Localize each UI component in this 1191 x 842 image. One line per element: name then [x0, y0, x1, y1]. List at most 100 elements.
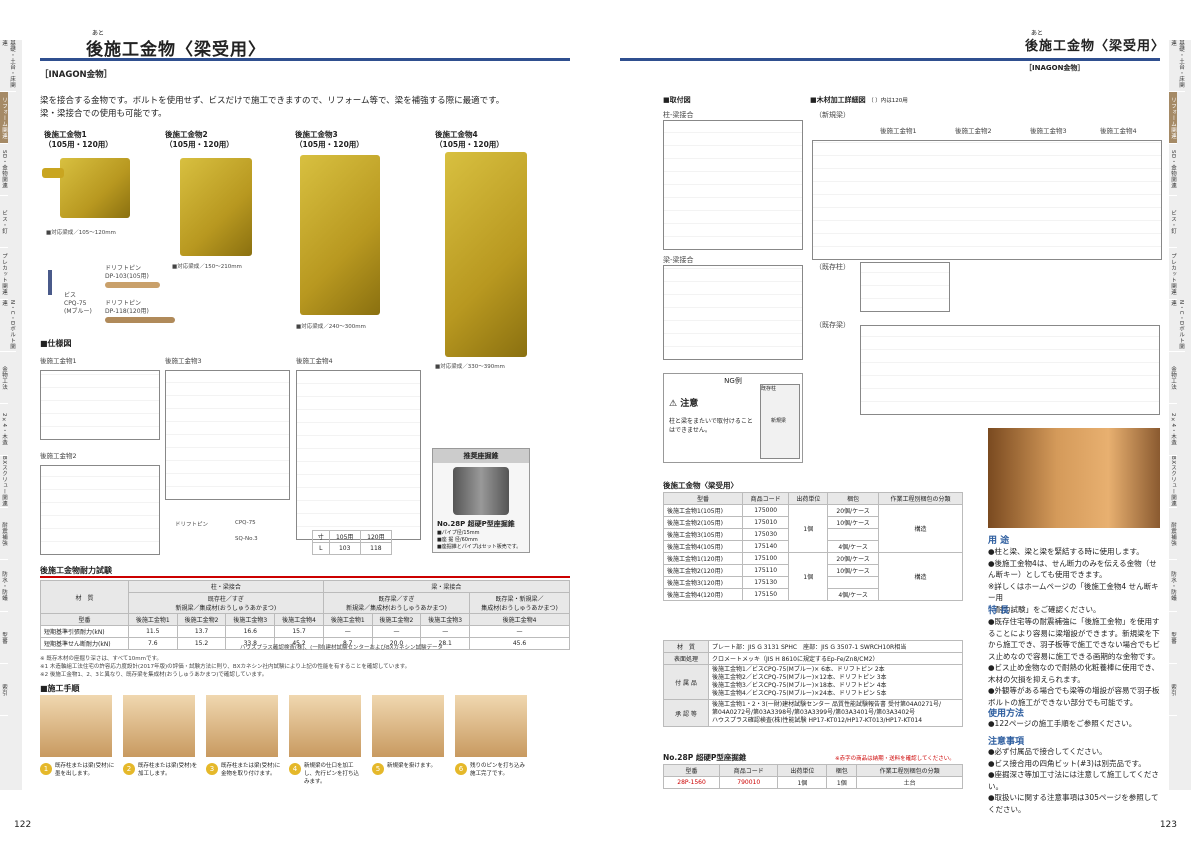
index-tab[interactable]: 型番 [1169, 612, 1177, 664]
drift-pin-long-icon [105, 317, 175, 323]
mount-col-beam: 柱-梁接合 [663, 111, 694, 119]
product-photo-3 [300, 155, 380, 315]
index-tab[interactable]: SD・金物関連 [0, 144, 8, 196]
index-tab[interactable]: 型番 [0, 612, 8, 664]
page-number-right: 123 [1159, 820, 1177, 830]
howto-heading: 使用方法 [988, 709, 1025, 719]
wood-col-3: 後施工金物3 [1030, 127, 1067, 135]
list-item: ●後施工金物4は、せん断力のみを伝える金物（せん断キー）としても使用できます。 [988, 558, 1157, 580]
router-bit-box: 推奨座掘錐 No.28P 超硬P型座掘錐 ■パイプ径/15mm■座 掘 径/60… [432, 448, 530, 553]
index-tab[interactable]: N・C・Dボルト関連 [1169, 300, 1185, 352]
product-photo-4 [445, 152, 527, 357]
drawing-label-3: 後施工金物3 [165, 357, 202, 365]
howto-text: ●122ページの施工手順をご参照ください。 [988, 718, 1160, 730]
spec-drawing-3 [165, 370, 290, 500]
left-subtitle: ［INAGON金物］ [40, 70, 113, 80]
screw-icon [48, 270, 52, 295]
spec-heading: ■仕様図 [40, 339, 72, 348]
wood-col-4: 後施工金物4 [1100, 127, 1137, 135]
list-item: 耐力試験」をご確認ください。 [988, 604, 1101, 614]
page-number-left: 122 [14, 820, 32, 830]
index-tab[interactable]: ビス・釘 [1169, 196, 1177, 248]
index-tab[interactable]: プレカット関連 [1169, 248, 1177, 300]
warning-label: ⚠ 注意 [669, 399, 699, 409]
index-tab[interactable]: 基礎・土台・床関連 [0, 40, 16, 92]
drawing-label-2: 後施工金物2 [40, 452, 77, 460]
spec-drawing-4 [296, 370, 421, 540]
index-tab[interactable]: N・C・Dボルト関連 [0, 300, 16, 352]
right-title-rule [620, 58, 1160, 61]
existing-column-drawing [860, 262, 950, 312]
index-tab[interactable]: SD・金物関連 [1169, 144, 1177, 196]
list-item: ●取扱いに関する注意事項は305ページを参照してください。 [988, 793, 1159, 814]
warning-icon: ⚠ [669, 399, 678, 409]
index-tab[interactable]: 基礎・土台・床関連 [1169, 40, 1185, 92]
right-subtitle: ［INAGON金物］ [1025, 64, 1085, 72]
index-tab[interactable]: 2×4・木造 [0, 404, 8, 456]
mount-drawing-2 [663, 265, 803, 360]
strength-title: 後施工金物耐力試験 [40, 566, 112, 575]
install-photo [988, 428, 1160, 528]
new-beam-label: （新規梁） [815, 111, 850, 119]
features-text: ●既存住宅等の耐震補強に「後施工金物」を使用することにより容易に梁増設ができます… [988, 616, 1160, 708]
drawing-label-1: 後施工金物1 [40, 357, 77, 365]
index-tab[interactable]: リフォーム関連 [0, 92, 8, 144]
spec-drawing-1 [40, 370, 160, 440]
list-item: ●既存住宅等の耐震補強に「後施工金物」を使用することにより容易に梁増設ができます… [988, 617, 1160, 661]
list-item: ●122ページの施工手順をご参照ください。 [988, 719, 1137, 728]
product-photo-2 [180, 158, 252, 256]
index-tab[interactable]: 金物工法 [0, 352, 8, 404]
index-tab[interactable]: リフォーム関連 [1169, 92, 1177, 144]
strength-table: 材 質柱・梁接合梁・梁接合 既存柱／すぎ新規梁／集成材(おうしゅうあかまつ)既存… [40, 580, 571, 650]
index-tab[interactable]: BXスクリュー関連 [1169, 456, 1177, 508]
index-tab[interactable]: 耐震補強 [1169, 508, 1177, 560]
index-tab[interactable]: プレカット関連 [0, 248, 8, 300]
list-item: ●ビス接合用の四角ビット(#3)は別売品です。 [988, 758, 1146, 768]
drawing-label-4: 後施工金物4 [296, 357, 333, 365]
product-label-1: 後施工金物1（105用・120用） [44, 130, 113, 149]
index-tab[interactable]: 防水・防蟻 [0, 560, 8, 612]
mount-drawing-1 [663, 120, 803, 250]
index-tab[interactable]: 索引 [1169, 664, 1177, 716]
index-tab[interactable]: 防水・防蟻 [1169, 560, 1177, 612]
bolt-icon [42, 168, 64, 178]
index-tab[interactable]: 索引 [0, 664, 8, 716]
existing-column-label: （既存柱） [815, 263, 850, 271]
product-label-2: 後施工金物2（105用・120用） [165, 130, 234, 149]
index-tab[interactable]: 2×4・木造 [1169, 404, 1177, 456]
index-tab[interactable]: 金物工法 [1169, 352, 1177, 404]
product-photo-1 [60, 158, 130, 218]
caption-1: ■対応梁成／105〜120mm [46, 230, 116, 236]
list-item: ●外観等がある場合でも梁等の増設が容易で羽子板ボルトの施工ができない部分でも可能… [988, 686, 1160, 707]
material-table: 材 質プレート部：JIS G 3131 SPHC 座部：JIS G 3507-1… [663, 640, 963, 727]
left-page-title: あと 後施工金物〈梁受用〉 [86, 30, 266, 60]
drift-pin-icon [105, 282, 160, 288]
index-tab[interactable]: ビス・釘 [0, 196, 8, 248]
index-tab[interactable]: BXスクリュー関連 [0, 456, 8, 508]
router-bit-image [453, 467, 509, 515]
usage-text: ●柱と梁、梁と梁を緊結する時に使用します。●後施工金物4は、せん断力のみを伝える… [988, 546, 1160, 615]
usage-heading: 用 途 [988, 536, 1010, 546]
procedure-heading: ■施工手順 [40, 684, 80, 693]
strength-source: ハウスプラス確認検査(株)、(一財)建材試験センターおよびBXカネシン試験データ [240, 645, 444, 651]
caption-3: ■対応梁成／240〜300mm [296, 324, 366, 330]
existing-beam-drawing [860, 325, 1160, 415]
wood-col-1: 後施工金物1 [880, 127, 917, 135]
table-row: 後施工金物3(120用)175130 [663, 576, 963, 589]
wood-col-2: 後施工金物2 [955, 127, 992, 135]
mount-heading: ■取付図 [663, 96, 691, 104]
ng-example-box: NG例 ⚠ 注意 柱と梁をまたいで取付けることはできません。 既存柱 新規梁 [663, 373, 803, 463]
product-table: 型番商品コード出荷単位梱包作業工程別梱包の分類 後施工金物1(105用)1750… [663, 492, 964, 601]
router-table-title: No.28P 超硬P型座掘錐 [663, 753, 747, 762]
index-tab[interactable]: 耐震補強 [0, 508, 8, 560]
